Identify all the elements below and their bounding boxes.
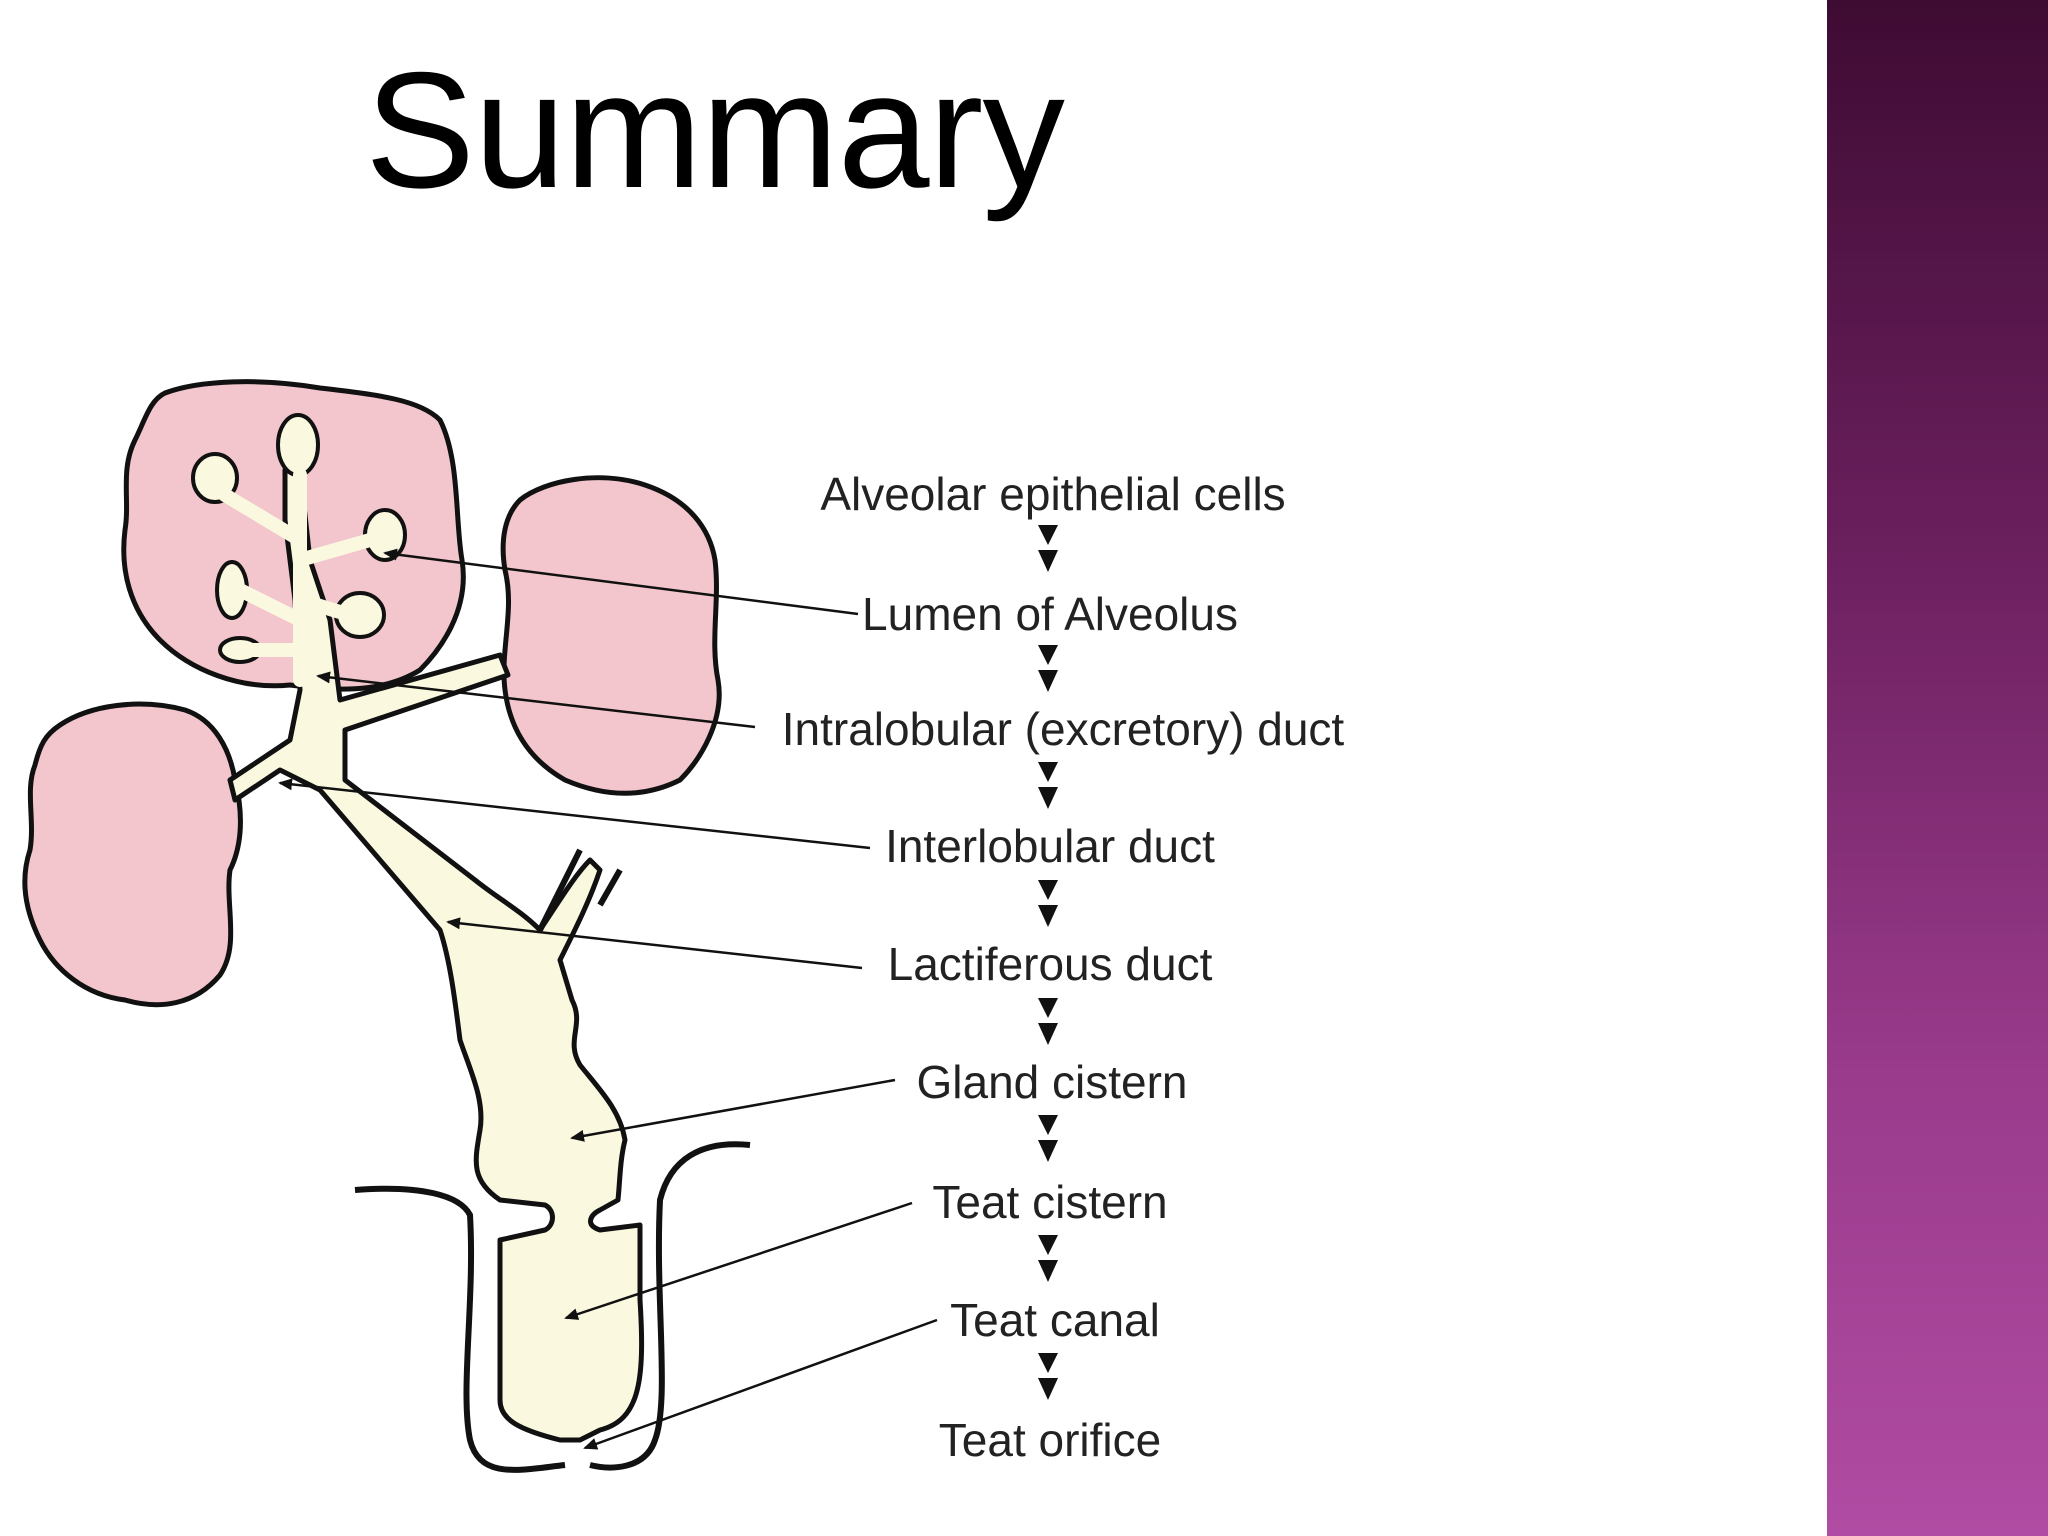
- down-arrow-icon: [1038, 1353, 1058, 1400]
- teat-wall-left: [354, 1185, 566, 1473]
- leader-interlobular: [278, 778, 871, 850]
- down-arrow-icon: [1038, 525, 1058, 572]
- down-arrow-icon: [1038, 1115, 1058, 1162]
- step-label-lactiferous-duct: Lactiferous duct: [888, 938, 1213, 990]
- step-label-alveolar-cells: Alveolar epithelial cells: [820, 468, 1285, 520]
- lobule-left: [22, 701, 243, 1008]
- step-label-teat-cistern: Teat cistern: [932, 1176, 1167, 1228]
- leader-lactiferous: [446, 917, 863, 970]
- step-label-teat-orifice: Teat orifice: [939, 1414, 1161, 1466]
- duct-system: [227, 467, 645, 1443]
- down-arrow-icon: [1038, 645, 1058, 692]
- leader-lines: [278, 548, 938, 1450]
- down-arrow-icon: [1038, 762, 1058, 809]
- step-label-teat-canal: Teat canal: [950, 1294, 1160, 1346]
- leader-intralobular: [316, 671, 756, 729]
- decorative-side-band: [1827, 0, 2048, 1536]
- leader-teat-canal: [583, 1318, 938, 1450]
- step-label-lumen: Lumen of Alveolus: [862, 588, 1238, 640]
- down-arrow-icon: [1038, 1235, 1058, 1282]
- flow-arrows: [1038, 525, 1058, 1400]
- leader-gland-cistern: [570, 1078, 896, 1142]
- teat-wall-right: [589, 1141, 751, 1471]
- lobule-right: [500, 475, 722, 796]
- step-labels: Alveolar epithelial cells Lumen of Alveo…: [782, 468, 1345, 1466]
- teat-top-stub: [537, 848, 623, 932]
- leader-teat-cistern: [564, 1201, 913, 1320]
- leader-lumen: [383, 548, 859, 616]
- down-arrow-icon: [1038, 998, 1058, 1045]
- slide-title: Summary: [365, 38, 1065, 222]
- step-label-intralobular-duct: Intralobular (excretory) duct: [782, 703, 1345, 755]
- step-label-gland-cistern: Gland cistern: [916, 1056, 1187, 1108]
- alveolar-ducts: [218, 468, 377, 687]
- down-arrow-icon: [1038, 880, 1058, 927]
- alveolus-lumen-2: [276, 413, 320, 477]
- step-label-interlobular-duct: Interlobular duct: [885, 820, 1215, 872]
